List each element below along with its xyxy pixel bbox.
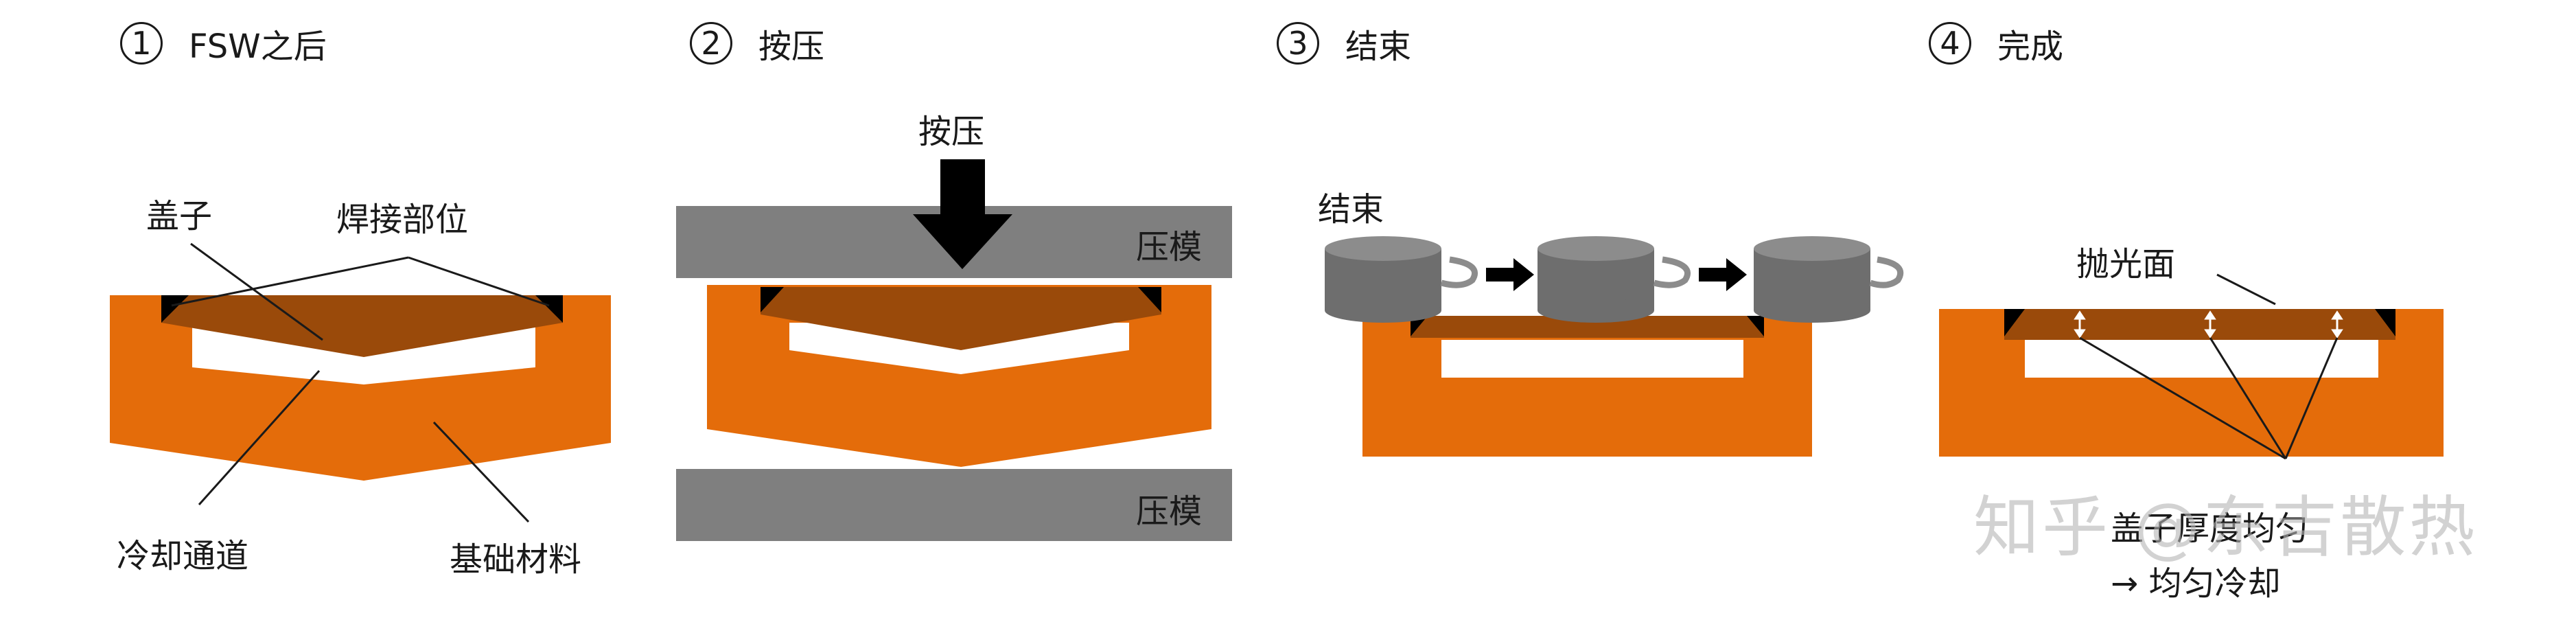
weld-spot-right (535, 295, 563, 323)
step-3-title: 3 结束 (1277, 19, 1411, 67)
step-label: 结束 (1345, 27, 1412, 66)
panel-3-diagram (1325, 236, 1904, 457)
panel-4-diagram (1939, 273, 2444, 460)
panel-2-diagram (676, 159, 1232, 541)
rotation-arrow (1440, 256, 1478, 288)
lid-plate (161, 295, 563, 357)
watermark: 知乎 @东吉散热 (1973, 489, 2478, 566)
rotation-arrow (1653, 256, 1691, 288)
thickness-markers (2074, 310, 2343, 338)
bottom-die (676, 469, 1232, 541)
panel-fsw-after: 1 FSW之后 盖子 焊接部位 冷却通道 基础材料 (0, 0, 638, 620)
step-2-title: 2 按压 (690, 19, 824, 67)
panel-1-diagram (110, 242, 611, 523)
weld-spot-right (2375, 309, 2395, 336)
weld-spot-left (2004, 309, 2025, 336)
press-label: 按压 (918, 113, 985, 151)
fsw-tool-2 (1538, 236, 1654, 323)
weld-spot-right (1138, 287, 1161, 312)
move-arrow (1699, 258, 1747, 291)
panel-press: 2 按压 按压 压模 压模 (638, 0, 1256, 620)
weld-label: 焊接部位 (336, 200, 469, 239)
step-number: 3 (1277, 22, 1319, 65)
step-number: 4 (1929, 22, 1971, 65)
base-label: 基础材料 (450, 540, 582, 579)
move-arrow (1486, 258, 1534, 291)
channel-label: 冷却通道 (117, 537, 249, 575)
rotation-arrow (1869, 256, 1904, 288)
end-label: 结束 (1318, 190, 1384, 229)
weld-spot-right (1747, 316, 1764, 336)
step-label: 完成 (1997, 27, 2064, 66)
base-material (1362, 316, 1812, 457)
lid-plate (761, 287, 1161, 350)
weld-spot-left (161, 295, 189, 323)
step-label: 按压 (758, 27, 825, 66)
step-number: 2 (690, 22, 732, 65)
press-arrow (913, 159, 1012, 269)
cooling-channel (1441, 340, 1743, 378)
panel-complete: 4 完成 抛光面 盖子厚度均匀 → 均匀冷却 知乎 @东吉散热 (1908, 0, 2576, 620)
top-die-label: 压模 (1136, 228, 1203, 266)
polished-surface-label: 抛光面 (2076, 245, 2176, 284)
step-label: FSW之后 (189, 27, 327, 66)
weld-spot-left (1411, 316, 1428, 336)
uniform-cooling-label: → 均匀冷却 (2111, 564, 2281, 603)
panel-finish: 3 结束 结束 (1256, 0, 1908, 620)
lid-plate (2004, 309, 2395, 340)
uniform-thickness-label: 盖子厚度均匀 (2111, 509, 2309, 548)
weld-spot-left (761, 287, 784, 312)
fsw-tool-1 (1325, 236, 1441, 323)
bottom-die-label: 压模 (1136, 492, 1203, 531)
step-number: 1 (120, 22, 163, 65)
step-4-title: 4 完成 (1929, 19, 2063, 67)
cooling-channel (2025, 340, 2378, 378)
fsw-tool-3 (1754, 236, 1870, 323)
step-1-title: 1 FSW之后 (120, 19, 327, 67)
lid-label: 盖子 (146, 197, 213, 236)
